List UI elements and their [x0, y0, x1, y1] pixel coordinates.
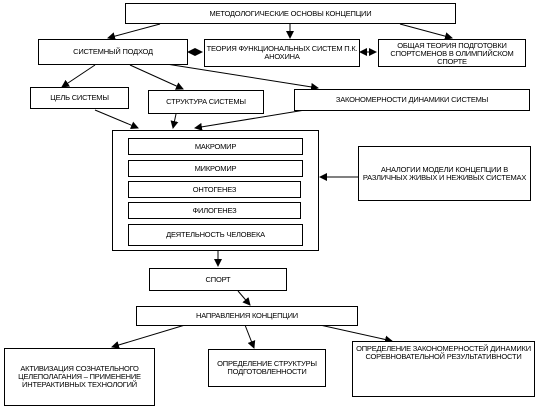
macroworld-box: Макромир: [128, 138, 303, 155]
microworld-box: Микромир: [128, 160, 303, 177]
arrow-laws-to-container: [194, 109, 306, 131]
analogies-label: Аналогии модели концепции в различных жи…: [362, 164, 527, 182]
functional-systems-theory-box: Теория функциональных систем П.К. Анохин…: [204, 39, 360, 67]
microworld-label: Микромир: [194, 163, 237, 173]
system-structure-label: Структура системы: [166, 97, 246, 107]
system-dynamics-laws-box: Закономерности динамики системы: [294, 89, 530, 111]
system-goal-box: Цель системы: [30, 87, 129, 109]
system-approach-box: Системный подход: [38, 39, 188, 65]
system-dynamics-laws-label: Закономерности динамики системы: [335, 95, 489, 105]
arrow-system-approach-to-structure: [129, 64, 184, 90]
phylogenesis-label: Филогенез: [192, 205, 237, 215]
ontogenesis-label: Онтогенез: [192, 184, 237, 194]
concept-directions-label: Направления концепции: [196, 311, 298, 321]
sport-box: Спорт: [149, 268, 287, 291]
functional-systems-theory-label: Теория функциональных систем П.К. Анохин…: [206, 44, 358, 61]
readiness-structure-label: Определение структуры подготовленности: [217, 359, 317, 376]
methodological-foundations-box: Методологические основы концепции: [125, 3, 456, 24]
arrow-methodology-to-general-theory: [399, 23, 453, 41]
readiness-structure-box: Определение структуры подготовленности: [208, 349, 326, 387]
human-activity-label: Деятельность человека: [166, 230, 265, 240]
general-training-theory-label: Общая теория подготовки спортсменов в ол…: [390, 41, 514, 66]
arrow-sport-to-directions: [237, 290, 251, 306]
arrow-system-approach-to-laws: [159, 62, 319, 91]
arrow-system-approach-to-goal: [61, 64, 96, 88]
macroworld-label: Макромир: [194, 141, 237, 151]
system-structure-box: Структура системы: [148, 90, 264, 114]
phylogenesis-box: Филогенез: [128, 202, 301, 219]
performance-dynamics-box: Определение закономерностей динамики сор…: [352, 341, 535, 397]
arrow-directions-to-performance: [319, 324, 393, 344]
arrow-methodology-to-system-approach: [107, 23, 161, 41]
system-approach-label: Системный подход: [73, 47, 153, 57]
goal-activation-box: Активизация сознательного целеполагания …: [4, 348, 155, 406]
human-activity-box: Деятельность человека: [128, 224, 303, 246]
general-training-theory-box: Общая теория подготовки спортсменов в ол…: [378, 39, 526, 67]
analogies-box: Аналогии модели концепции в различных жи…: [358, 146, 531, 201]
concept-directions-box: Направления концепции: [136, 306, 358, 326]
goal-activation-label: Активизация сознательного целеполагания …: [18, 364, 141, 389]
performance-dynamics-label: Определение закономерностей динамики сор…: [356, 344, 531, 361]
arrow-directions-to-activation: [111, 324, 186, 349]
arrow-structure-to-container: [170, 113, 179, 129]
methodological-foundations-label: Методологические основы концепции: [209, 8, 372, 18]
sport-label: Спорт: [205, 274, 231, 284]
system-goal-label: Цель системы: [50, 93, 109, 103]
arrow-goal-to-container: [94, 109, 139, 129]
ontogenesis-box: Онтогенез: [128, 181, 301, 198]
arrow-directions-to-structure-def: [244, 324, 256, 349]
